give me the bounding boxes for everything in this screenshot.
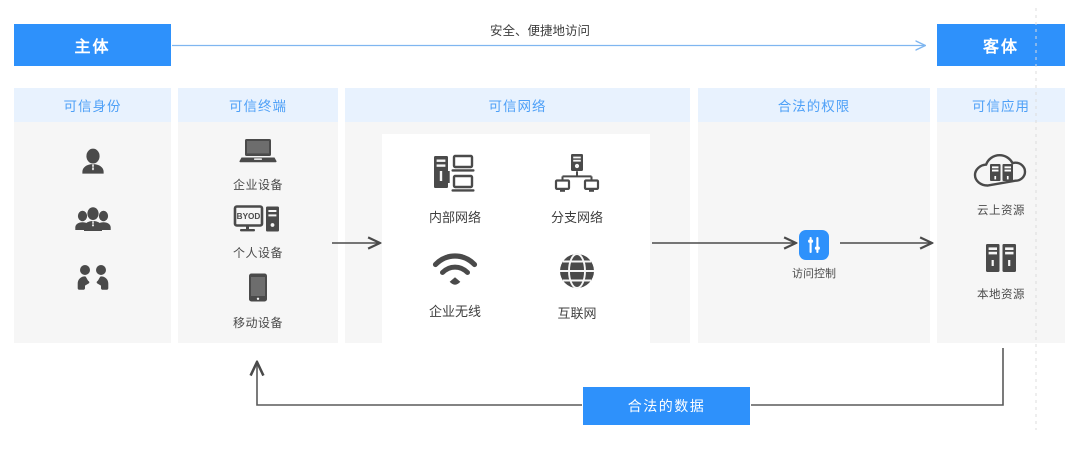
cloud-servers-icon [973,150,1029,197]
branch-topology-icon [554,152,600,199]
handshake-partners-icon [74,262,112,299]
wifi-icon [432,252,478,293]
item-label: 访问控制 [792,268,836,280]
column-body-trusted-application: 云上资源 本地资源 [937,122,1065,343]
column-body-trusted-identity [14,122,171,343]
item-label: 互联网 [557,306,597,321]
top-flow-label: 安全、便捷地访问 [489,24,590,38]
item-internal-network: 内部网络 [400,152,510,226]
column-header-legal-authorization: 合法的权限 [698,88,930,122]
column-trusted-identity: 可信身份 [14,88,171,343]
laptop-icon [238,136,278,171]
item-local-resources: 本地资源 [937,242,1065,302]
tablet-icon [245,272,271,309]
item-access-control: 访问控制 [698,230,930,281]
column-body-trusted-terminal: 企业设备 BYOD 个人设备 [178,122,338,343]
object-label: 客体 [982,39,1019,56]
legal-data-label: 合法的数据 [627,398,706,414]
application-to-terminal-feedback-loop [751,348,1004,406]
subject-box: 主体 [14,24,171,66]
column-body-legal-authorization: 访问控制 [698,122,930,343]
column-body-trusted-network: 内部网络 [345,122,690,344]
column-header-trusted-identity: 可信身份 [14,88,171,122]
item-label: 本地资源 [977,289,1025,301]
server-workstations-icon [431,152,479,199]
item-enterprise-wireless: 企业无线 [400,252,510,320]
item-mobile-device: 移动设备 [178,272,338,331]
item-label: 个人设备 [232,246,283,260]
item-branch-network: 分支网络 [522,152,632,226]
item-cloud-resources: 云上资源 [937,150,1065,218]
column-legal-authorization: 合法的权限 访问控制 [698,88,930,343]
subject-label: 主体 [74,39,111,56]
item-label: 云上资源 [977,205,1025,217]
column-trusted-terminal: 可信终端 企业设备 BYOD [178,88,338,343]
item-label: 企业无线 [428,304,481,319]
column-header-trusted-terminal: 可信终端 [178,88,338,122]
item-enterprise-device: 企业设备 [178,136,338,193]
svg-text:BYOD: BYOD [237,212,261,221]
single-user-icon [76,146,110,185]
column-trusted-network: 可信网络 [345,88,690,344]
item-label: 内部网络 [428,210,481,225]
item-label: 企业设备 [232,178,283,192]
legal-data-box: 合法的数据 [583,387,750,425]
network-inner-panel: 内部网络 [382,134,650,344]
column-header-trusted-application: 可信应用 [937,88,1065,122]
sliders-control-icon [799,230,829,260]
server-racks-icon [984,242,1018,281]
feedback-loop-left-segment [257,362,582,406]
item-label: 移动设备 [232,316,283,330]
item-internet: 互联网 [522,252,632,322]
item-label: 分支网络 [550,210,603,225]
item-single-user [14,146,171,185]
item-user-group [14,204,171,243]
item-personal-device: BYOD 个人设备 [178,204,338,261]
item-partners [14,262,171,299]
column-trusted-application: 可信应用 云上资源 [937,88,1065,343]
globe-icon [558,252,596,295]
object-box: 客体 [937,24,1065,66]
byod-desktop-icon: BYOD [233,204,283,239]
column-header-trusted-network: 可信网络 [345,88,690,122]
user-group-icon [74,204,112,243]
